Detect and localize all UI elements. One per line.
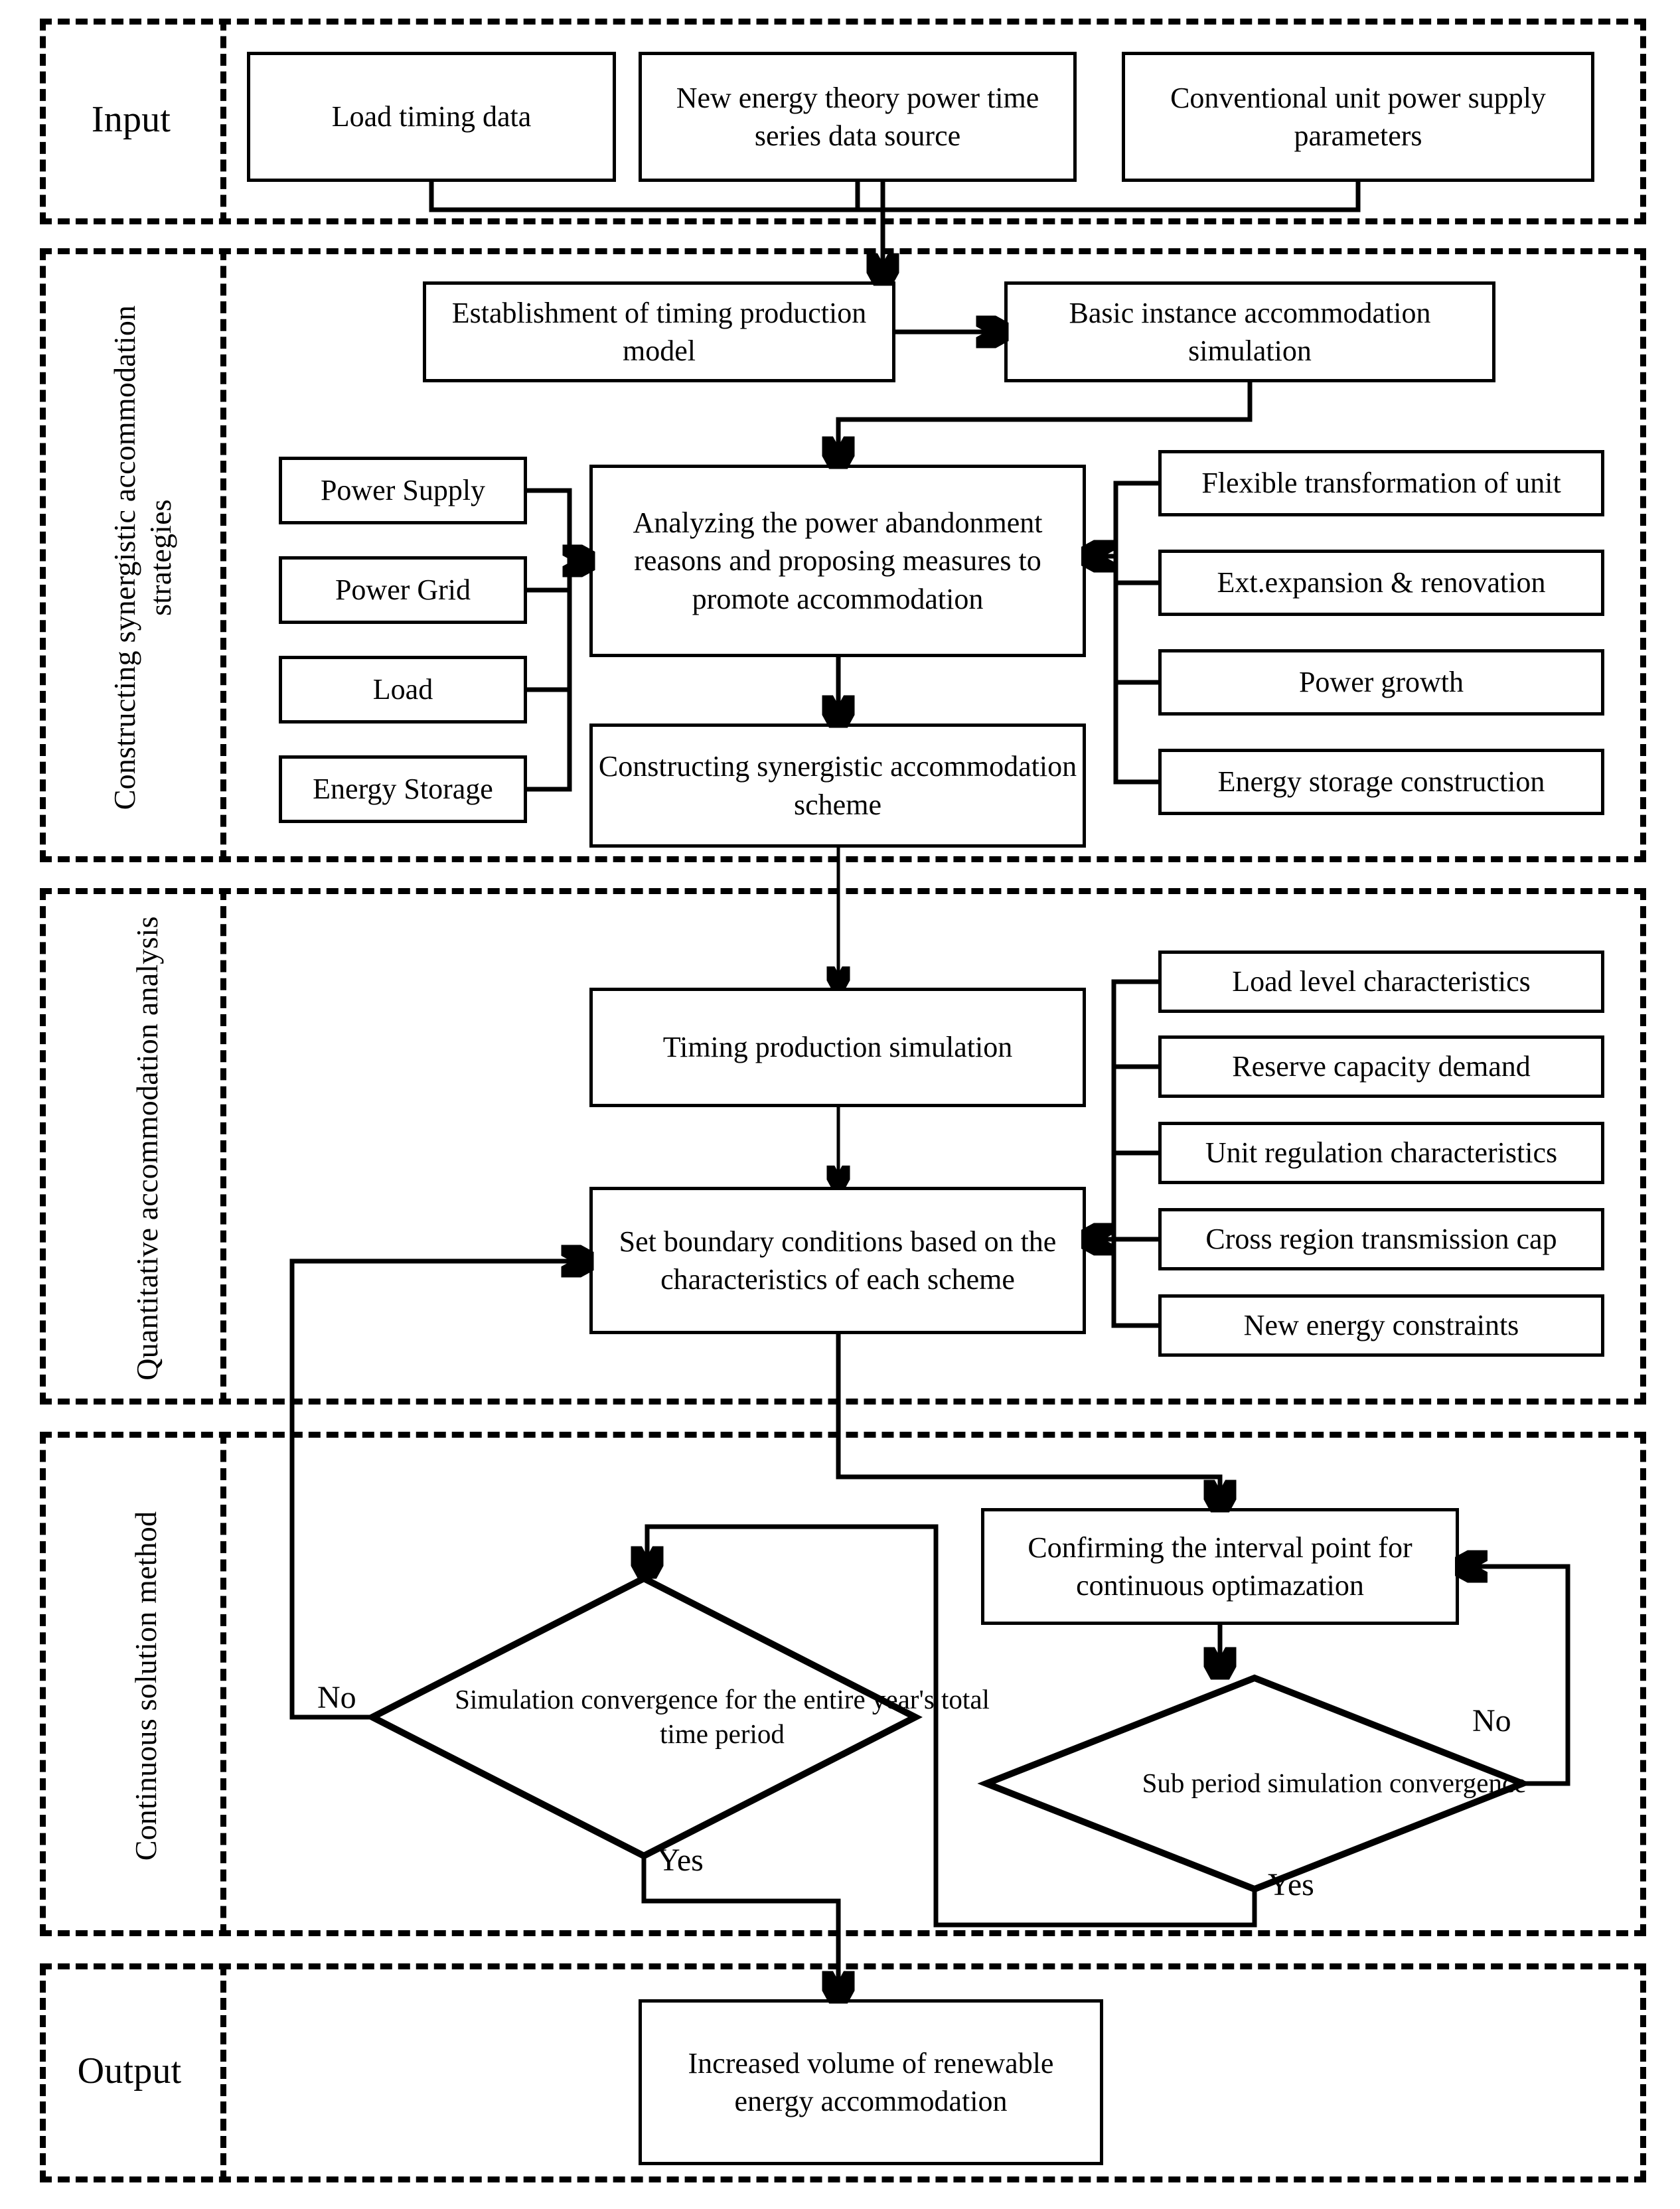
box-energy-storage-construction[interactable]: Energy storage construction bbox=[1158, 749, 1604, 815]
section-strategies bbox=[40, 248, 1646, 862]
box-confirming-interval-point[interactable]: Confirming the interval point for contin… bbox=[981, 1508, 1459, 1625]
section-label-continuous: Continuous solution method bbox=[128, 1511, 163, 1861]
box-ext-expansion-renovation[interactable]: Ext.expansion & renovation bbox=[1158, 550, 1604, 616]
box-reserve-capacity-demand[interactable]: Reserve capacity demand bbox=[1158, 1035, 1604, 1098]
box-new-energy-constraints[interactable]: New energy constraints bbox=[1158, 1294, 1604, 1357]
box-cross-region-transmission-cap[interactable]: Cross region transmission cap bbox=[1158, 1208, 1604, 1270]
box-load-level-characteristics[interactable]: Load level characteristics bbox=[1158, 951, 1604, 1013]
box-power-supply[interactable]: Power Supply bbox=[279, 457, 527, 524]
section-label-quantitative: Quantitative accommodation analysis bbox=[129, 916, 164, 1381]
box-increased-volume[interactable]: Increased volume of renewable energy acc… bbox=[639, 1999, 1103, 2165]
box-new-energy-source[interactable]: New energy theory power time series data… bbox=[639, 52, 1077, 182]
box-timing-production-model[interactable]: Establishment of timing production model bbox=[423, 281, 895, 382]
divider-input bbox=[220, 19, 226, 224]
box-load[interactable]: Load bbox=[279, 656, 527, 724]
box-conventional-unit-params[interactable]: Conventional unit power supply parameter… bbox=[1122, 52, 1594, 182]
diamond-shape-sub bbox=[977, 1674, 1532, 1893]
section-label-output: Output bbox=[77, 2050, 182, 2092]
box-power-grid[interactable]: Power Grid bbox=[279, 556, 527, 624]
box-set-boundary-conditions[interactable]: Set boundary conditions based on the cha… bbox=[589, 1187, 1086, 1334]
edge-label-sub-no: No bbox=[1472, 1703, 1511, 1738]
edge-label-sub-yes: Yes bbox=[1268, 1867, 1314, 1902]
box-flexible-transformation[interactable]: Flexible transformation of unit bbox=[1158, 450, 1604, 516]
section-label-strategies: Constructing synergistic accommodation s… bbox=[107, 305, 177, 810]
divider-strategies bbox=[220, 248, 226, 862]
section-label-input: Input bbox=[91, 98, 171, 140]
decision-annual-convergence[interactable]: Simulation convergence for the entire ye… bbox=[365, 1574, 990, 1860]
box-constructing-scheme[interactable]: Constructing synergistic accommodation s… bbox=[589, 724, 1086, 848]
section-input bbox=[40, 19, 1646, 224]
box-timing-production-simulation[interactable]: Timing production simulation bbox=[589, 988, 1086, 1107]
edge-label-annual-no: No bbox=[317, 1680, 356, 1715]
decision-sub-period-convergence[interactable]: Sub period simulation convergence bbox=[977, 1674, 1532, 1893]
edge-label-annual-yes: Yes bbox=[657, 1843, 704, 1878]
box-load-timing-data[interactable]: Load timing data bbox=[247, 52, 616, 182]
box-analyzing-power[interactable]: Analyzing the power abandonment reasons … bbox=[589, 465, 1086, 657]
box-unit-regulation-characteristics[interactable]: Unit regulation characteristics bbox=[1158, 1122, 1604, 1184]
box-basic-instance-simulation[interactable]: Basic instance accommodation simulation bbox=[1004, 281, 1495, 382]
divider-quantitative bbox=[220, 888, 226, 1405]
diamond-shape-annual bbox=[365, 1574, 923, 1860]
box-energy-storage[interactable]: Energy Storage bbox=[279, 755, 527, 823]
section-output bbox=[40, 1963, 1646, 2182]
divider-output bbox=[220, 1963, 226, 2182]
box-power-growth[interactable]: Power growth bbox=[1158, 649, 1604, 716]
divider-continuous bbox=[220, 1432, 226, 1936]
